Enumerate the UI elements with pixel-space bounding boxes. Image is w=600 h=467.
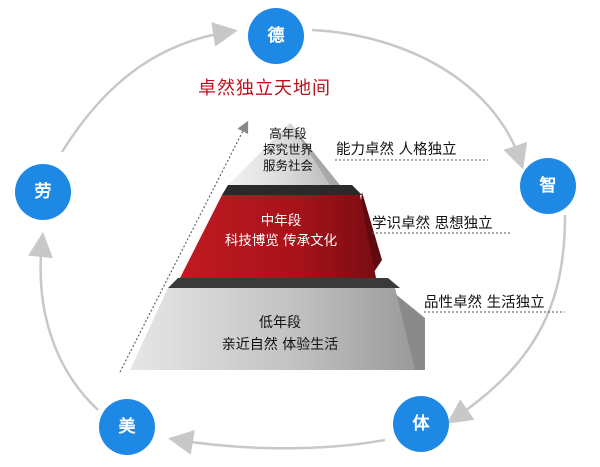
circle-lao	[15, 164, 71, 220]
circle-label-lao: 劳	[34, 182, 52, 202]
circle-label-zhi: 智	[539, 176, 557, 196]
motto-top: 能力卓然 人格独立	[336, 142, 457, 158]
arrow-ti-to-mei	[168, 430, 386, 455]
middle-tier-face	[180, 195, 376, 278]
top-tier-line-1: 探究世界	[262, 142, 313, 157]
circle-de	[248, 8, 304, 64]
motto-guides	[335, 159, 565, 313]
top-tier-text: 高年段 探究世界 服务社会	[248, 126, 328, 174]
top-tier-side	[290, 123, 340, 185]
top-tier-face	[228, 123, 330, 185]
circle-label-ti: 体	[412, 414, 430, 434]
bottom-tier-line-1: 亲近自然 体验生活	[221, 337, 339, 353]
top-tier-name: 高年段	[269, 126, 307, 141]
arrow-mei-to-lao	[28, 232, 99, 411]
bottom-tier-face	[130, 288, 415, 370]
bottom-tier-top	[168, 278, 400, 288]
arrow-lao-to-de	[60, 22, 238, 153]
middle-tier-line-1: 科技博览 传承文化	[224, 233, 338, 249]
pyramid	[130, 123, 425, 370]
bottom-tier-name: 低年段	[259, 315, 301, 331]
circle-ti	[393, 396, 449, 452]
circle-zhi	[520, 158, 576, 214]
motto-bottom: 品性卓然 生活独立	[424, 295, 545, 311]
arrow-de-to-zhi	[311, 28, 528, 170]
cycle-arrows	[28, 22, 567, 455]
arrow-zhi-to-ti	[446, 214, 567, 424]
middle-tier-top	[222, 185, 362, 195]
top-tier-line-2: 服务社会	[262, 158, 313, 173]
circle-mei	[99, 399, 155, 455]
motto-middle: 学识卓然 思想独立	[372, 216, 493, 232]
middle-tier-text: 中年段 科技博览 传承文化	[196, 211, 366, 251]
diagram-title: 卓然独立天地间	[198, 78, 331, 99]
circle-label-mei: 美	[118, 417, 136, 437]
bottom-tier-text: 低年段 亲近自然 体验生活	[190, 312, 370, 356]
circle-label-de: 德	[267, 26, 285, 46]
middle-tier-name: 中年段	[260, 213, 302, 229]
cycle-circles	[15, 8, 576, 455]
